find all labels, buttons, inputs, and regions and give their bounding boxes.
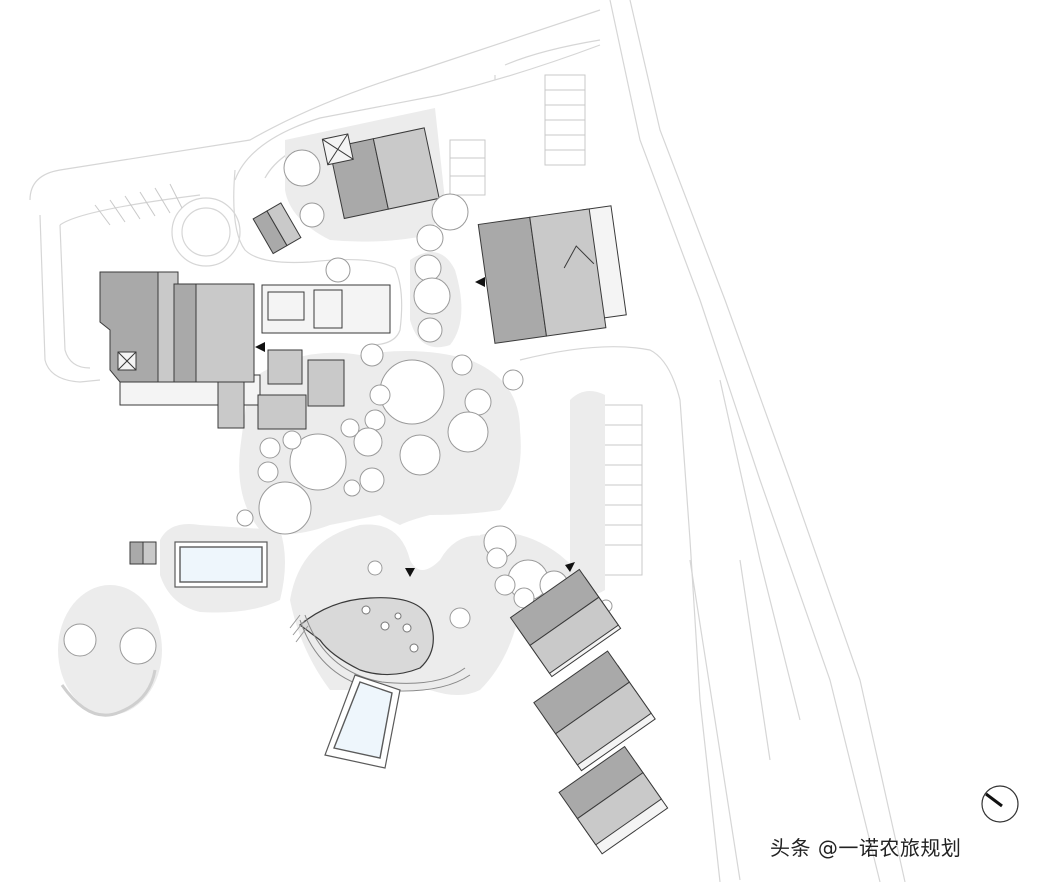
parking-north <box>449 74 586 196</box>
parking-west <box>94 183 183 226</box>
cabin-1 <box>509 568 622 678</box>
roundabout-outer <box>171 197 241 267</box>
cabin-2 <box>533 650 656 772</box>
small-hut <box>129 541 157 565</box>
entry-triangle-icon <box>475 277 485 287</box>
parking-east <box>599 404 643 576</box>
entry-markers <box>255 277 575 577</box>
pools <box>174 541 401 769</box>
entry-triangle-icon <box>255 342 265 352</box>
central-pavilion <box>289 597 471 692</box>
building-northeast <box>477 205 627 344</box>
building-north <box>321 127 440 220</box>
watermark-text: 头条 @一诺农旅规划 <box>770 836 962 860</box>
west-pavilion-path <box>60 669 157 717</box>
courtyard-circles <box>63 560 613 665</box>
building-west <box>99 271 391 430</box>
entry-triangle-icon <box>565 562 575 572</box>
road-network <box>29 0 906 882</box>
cabin-3 <box>558 745 669 855</box>
north-arrow-icon <box>981 785 1019 823</box>
roundabout <box>181 207 231 257</box>
entry-triangle-icon <box>405 568 415 577</box>
building-small-nw <box>252 202 302 255</box>
